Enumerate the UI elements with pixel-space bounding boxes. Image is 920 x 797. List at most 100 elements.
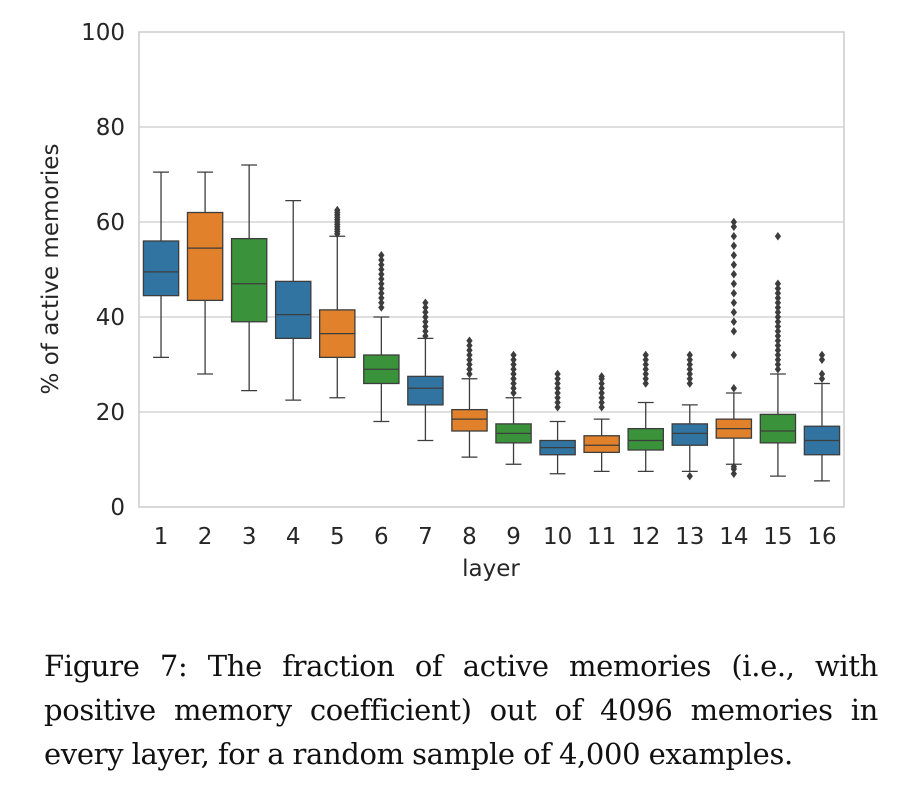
outlier-point [378,251,385,260]
outlier-point [774,232,782,241]
outlier-point [598,372,605,381]
outlier-point [642,374,649,383]
outlier-point [466,336,473,345]
outlier-point [510,374,517,383]
y-tick-label: 40 [96,305,125,331]
figure-caption: Figure 7: The fraction of active memorie… [44,649,878,771]
outlier-point [510,384,517,393]
outlier-point [686,350,693,360]
outlier-point [730,260,737,269]
outlier-point [774,308,782,317]
outlier-point [730,279,737,288]
outlier-point [730,217,737,227]
outlier-point [686,471,693,481]
outlier-point [466,355,473,364]
x-tick-label: 4 [286,524,301,550]
outlier-point [422,317,429,326]
x-tick-label: 11 [587,524,616,550]
outlier-point [774,341,782,350]
outlier-point [554,369,561,379]
outlier-point [686,365,693,374]
outlier-point [598,393,605,402]
y-axis-label: % of active memories [38,144,64,395]
outlier-point [774,279,782,288]
outlier-point [466,346,473,355]
outlier-point [730,232,737,241]
outlier-point [510,355,517,364]
x-tick-label: 7 [418,524,433,550]
outlier-point [686,355,693,364]
outlier-point [510,360,517,369]
outlier-point [554,384,561,393]
iqr-box [451,408,488,432]
outlier-point [378,265,385,274]
outlier-point [642,379,649,388]
box-layer-11 [583,372,620,473]
outlier-point [510,369,517,379]
outlier-point [642,350,649,360]
outlier-point [730,298,737,307]
outlier-point [774,360,782,369]
y-tick-label: 60 [96,210,125,236]
x-axis-label: layer [462,556,520,582]
outlier-point [642,360,649,369]
box-layer-8 [451,336,488,458]
outlier-point [466,369,473,379]
outlier-point [730,270,737,279]
outlier-point [466,341,473,350]
box-layer-5 [319,205,356,399]
outlier-point [774,293,782,303]
outlier-point [378,255,385,265]
box-layer-14 [715,217,753,478]
y-tick-label: 0 [110,495,125,521]
outlier-point [730,241,737,250]
box-layer-4 [274,199,312,401]
outlier-point [422,308,429,317]
iqr-box [759,413,797,444]
x-tick-label: 9 [506,524,521,550]
outlier-point [774,289,782,298]
outlier-point [510,350,517,360]
y-tick-label: 20 [96,400,125,426]
iqr-box [186,211,224,302]
outlier-point [642,369,649,379]
outlier-point [774,355,782,364]
outlier-point [730,289,737,298]
outlier-point [774,336,782,345]
outlier-point [774,365,782,374]
outlier-point [598,379,605,388]
outlier-point [598,398,605,407]
outlier-point [510,379,517,388]
outlier-point [422,331,429,341]
outlier-point [730,469,737,478]
box-layer-7 [407,298,444,442]
x-tick-label: 10 [543,524,572,550]
outlier-point [686,379,693,388]
outlier-point [466,365,473,374]
outlier-point [730,462,737,471]
outlier-point [334,205,341,215]
outlier-point [774,327,782,336]
iqr-box [407,375,444,406]
outlier-point [774,284,782,293]
x-tick-label: 15 [763,524,792,550]
outlier-point [774,331,782,341]
outlier-point [554,379,561,388]
outlier-point [730,327,737,336]
box-layer-6 [363,251,400,423]
outlier-point [378,303,385,312]
outlier-point [422,312,429,322]
outlier-point [378,284,385,293]
iqr-box [671,423,709,446]
x-tick-label: 2 [198,524,213,550]
outlier-point [730,308,737,317]
iqr-box [627,427,664,451]
x-tick-label: 8 [462,524,477,550]
outlier-point [378,279,385,288]
outlier-point [774,346,782,355]
x-tick-label: 1 [154,524,169,550]
iqr-box [583,435,620,454]
outlier-point [378,293,385,303]
